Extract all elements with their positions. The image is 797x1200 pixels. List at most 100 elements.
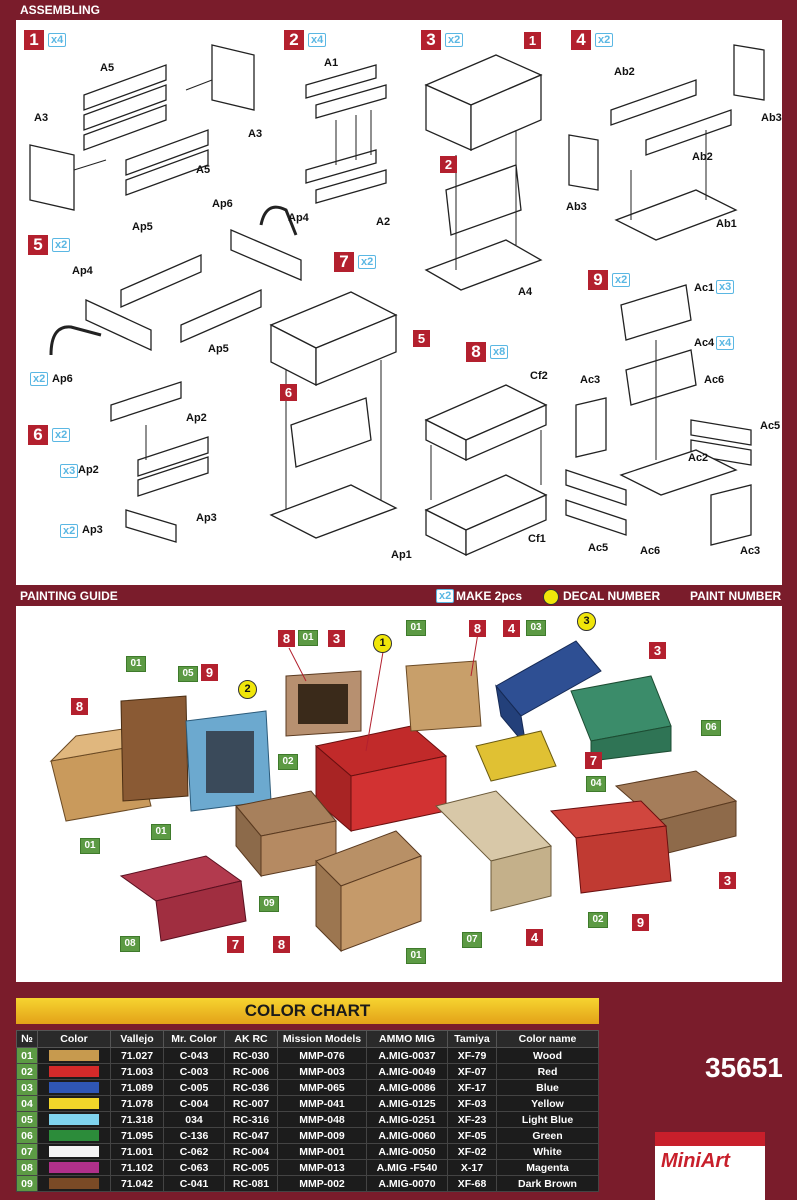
color-chart-cell-n: 08 [16,1159,38,1176]
step-2-number: 2 [284,30,304,50]
crate-wood-2 [285,670,362,737]
make-label: MAKE 2pcs [456,589,523,603]
part-label: Ac3 [740,545,761,557]
crate-magenta [119,855,247,942]
color-chart-cell-name: Red [496,1063,599,1080]
color-chart-cell-ammo: A.MIG-0070 [366,1175,448,1192]
color-chart-cell-n: 07 [16,1143,38,1160]
color-chart-cell-n: 06 [16,1127,38,1144]
step9-drawing [565,284,752,546]
col-header: AK RC [224,1030,278,1048]
step-5-sub-multiplier: x2 [30,372,49,386]
color-chart-cell-ak: RC-030 [224,1047,278,1064]
color-swatch-cell [37,1063,111,1080]
decal-paint-marker: 03 [526,620,546,636]
crate-brown-1 [120,695,189,802]
part-label: Ac2 [688,452,709,464]
step1-drawing [29,44,255,211]
step-4: 4 x2 [571,30,614,50]
part-label: Ap2 [186,412,207,424]
decal-paint-marker: 01 [406,620,426,636]
paint-number-marker: 7 [227,936,244,953]
part-label: A2 [376,216,391,228]
color-chart-cell-vallejo: 71.001 [110,1143,164,1160]
color-swatch [49,1098,99,1109]
part-label: Ap6 [52,373,73,385]
color-swatch-cell [37,1047,111,1064]
color-chart-cell-mr: C-041 [163,1175,225,1192]
part-label: A4 [518,286,533,298]
color-chart-cell-name: Dark Brown [496,1175,599,1192]
crates-illustration [49,632,738,953]
color-chart-cell-n: 04 [16,1095,38,1112]
part-ref-number: 1 [524,32,541,49]
paint-label: PAINT NUMBER [690,589,782,603]
step-7: 7 x2 [334,252,377,272]
part-label: Ac3 [580,374,601,386]
part-label: Ap2 [78,464,99,476]
step3-drawing [424,54,543,291]
step-1-multiplier: x4 [48,33,67,47]
part-label: A1 [324,57,339,69]
crate-yellow [475,730,557,782]
color-chart-cell-ak: RC-047 [224,1127,278,1144]
color-swatch [49,1114,99,1125]
color-chart-cell-ak: RC-006 [224,1063,278,1080]
color-chart-cell-ak: RC-316 [224,1111,278,1128]
step-8-multiplier: x8 [490,345,509,359]
color-swatch [49,1130,99,1141]
paint-number-marker: 8 [273,936,290,953]
color-swatch-cell [37,1143,111,1160]
step7-drawing [269,291,398,539]
color-chart-cell-mr: C-043 [163,1047,225,1064]
step-7-number: 7 [334,252,354,272]
paint-number-marker: 8 [278,630,295,647]
color-chart-cell-ammo: A.MIG-0251 [366,1111,448,1128]
color-swatch-cell [37,1127,111,1144]
decal-paint-marker: 02 [588,912,608,928]
step-6: 6 x2 [28,425,71,445]
part-label: Ab2 [692,151,713,163]
color-swatch [49,1066,99,1077]
color-chart-cell-tamiya: XF-23 [447,1111,497,1128]
step-2-multiplier: x4 [308,33,327,47]
paint-number-marker: 3 [649,642,666,659]
step-1: 1 x4 [24,30,67,50]
color-chart-cell-ak: RC-036 [224,1079,278,1096]
step-4-number: 4 [571,30,591,50]
decal-paint-marker: 01 [151,824,171,840]
product-number: 35651 [705,1052,783,1083]
paint-number-marker: 8 [71,698,88,715]
part-label: Ab1 [716,218,737,230]
color-chart-cell-vallejo: 71.095 [110,1127,164,1144]
step-5-number: 5 [28,235,48,255]
paint-number-marker: 3 [719,872,736,889]
decal-paint-marker: 01 [406,948,426,964]
step-9-number: 9 [588,270,608,290]
step6-drawing [110,381,209,543]
step-4-multiplier: x2 [595,33,614,47]
brand-logo: MiniArt [661,1150,730,1172]
decal-number-marker: 1 [373,634,392,653]
part-label: Ap4 [72,265,93,277]
color-chart-cell-ak: RC-007 [224,1095,278,1112]
decal-paint-marker: 08 [120,936,140,952]
color-chart-cell-tamiya: XF-79 [447,1047,497,1064]
color-chart-cell-vallejo: 71.089 [110,1079,164,1096]
color-chart-cell-vallejo: 71.102 [110,1159,164,1176]
painting-guide-header: PAINTING GUIDE x2 MAKE 2pcs DECAL NUMBER… [0,586,797,606]
crate-lightblue [185,710,272,812]
part-label: Ap3 [82,524,103,536]
color-chart-cell-ak: RC-005 [224,1159,278,1176]
part-label: Ac6 [704,374,725,386]
color-chart-cell-tamiya: XF-03 [447,1095,497,1112]
part-label: Ab3 [761,112,782,124]
color-chart-cell-ammo: A.MIG -F540 [366,1159,448,1176]
paint-number-marker: 3 [328,630,345,647]
step-9-sub-multiplier-2: x4 [716,336,735,350]
